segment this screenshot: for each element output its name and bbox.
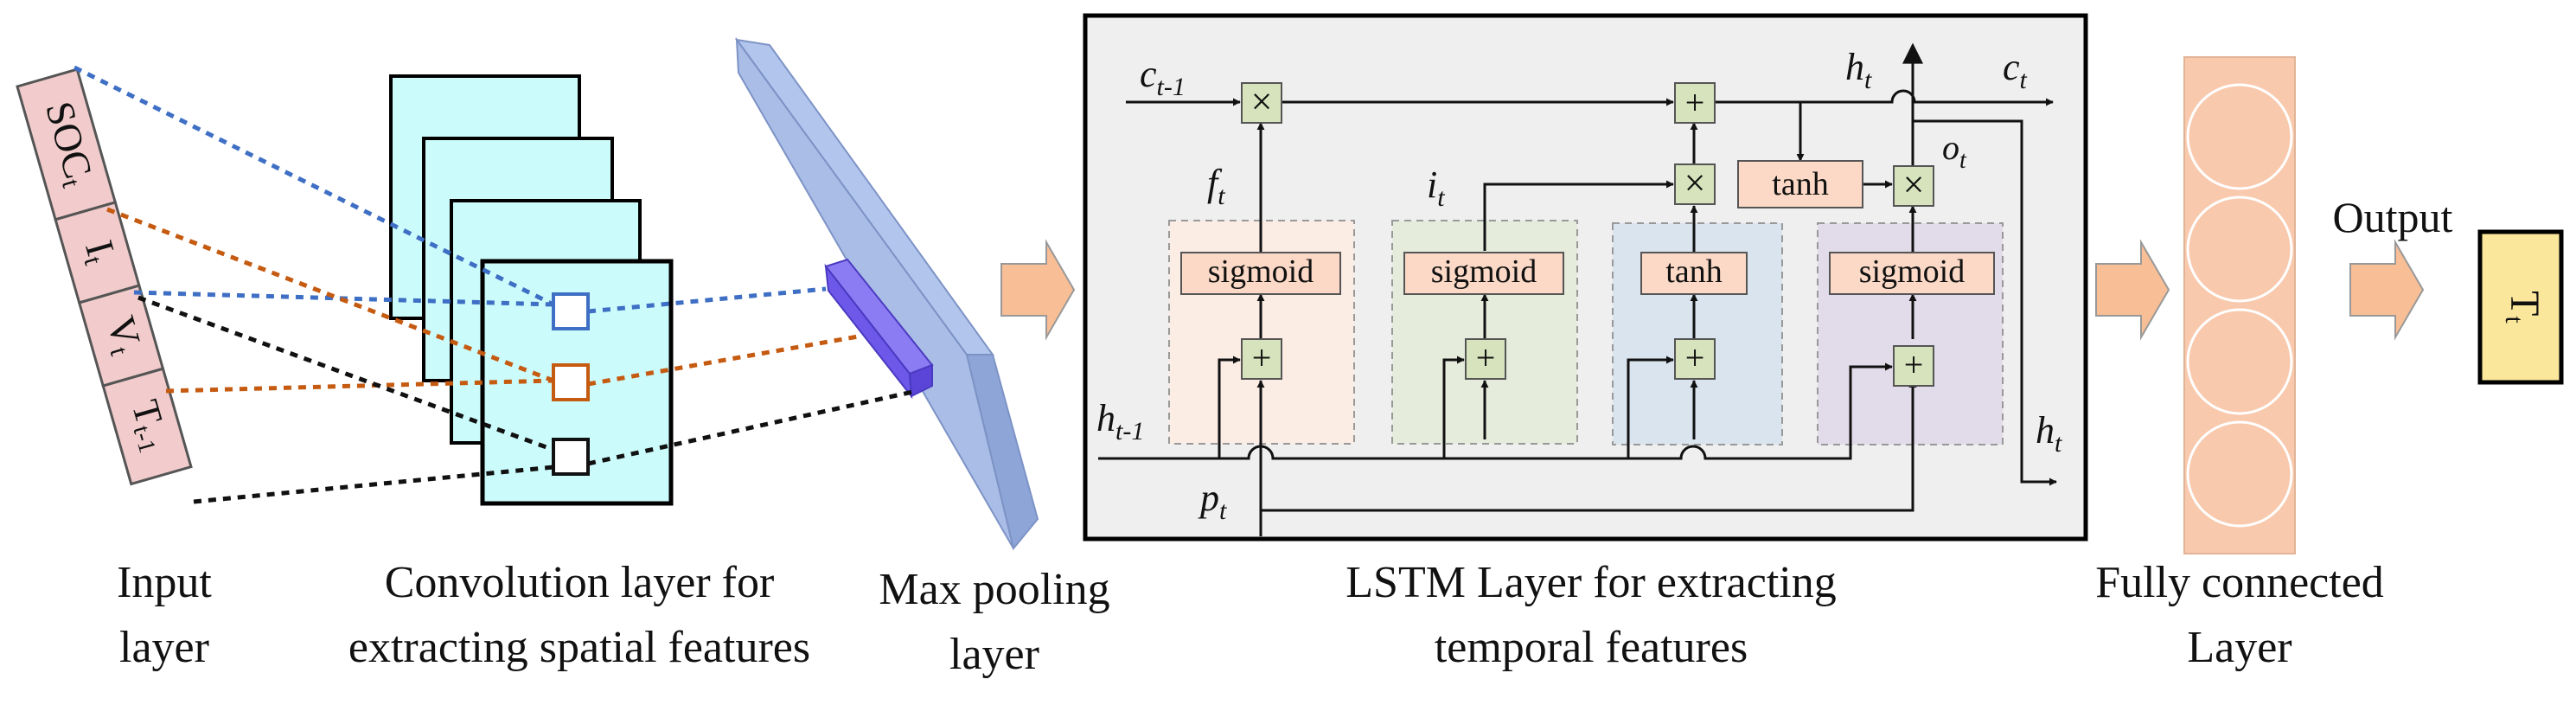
kernel-blue: [552, 292, 590, 330]
output-sigmoid: [1829, 252, 1995, 295]
link-black-in: [137, 295, 554, 452]
conv-layer-caption: Convolution layer for extracting spatial…: [294, 550, 865, 681]
cell-add-symbol: +: [1685, 83, 1705, 122]
link-black-out: [587, 388, 917, 466]
input-layer-caption: Input layer: [78, 550, 251, 681]
label-p: pt: [1198, 477, 1227, 525]
caption-line: Input: [117, 558, 212, 607]
fc-neuron: [2186, 308, 2293, 415]
fc-neuron: [2186, 420, 2293, 528]
label-i: it: [1427, 163, 1445, 212]
forget-sigmoid: [1180, 252, 1341, 295]
fc-layer-caption: Fully connected Layer: [2058, 550, 2421, 681]
pool-window-side: [908, 363, 933, 398]
caption-line: Max pooling: [879, 565, 1110, 614]
cell-add-node: [1674, 82, 1716, 124]
kernel-orange: [552, 363, 590, 401]
link-blue-in: [73, 65, 555, 307]
link-orange-in: [165, 378, 554, 394]
output-value: Tt: [2500, 291, 2547, 324]
lstm-layer: sigmoid sigmoid tanh sigmoid tanh × + × …: [1083, 13, 2088, 542]
fully-connected-layer: [2183, 56, 2296, 554]
output-multiply-symbol: ×: [1903, 163, 1925, 206]
fc-neuron: [2186, 83, 2293, 190]
caption-line: Fully connected: [2095, 558, 2384, 607]
label-c-out: ct: [2003, 46, 2028, 94]
input-multiply-node: [1674, 163, 1716, 205]
forget-sigmoid-label: sigmoid: [1208, 253, 1314, 290]
output-add-node: [1893, 345, 1934, 387]
caption-line: Convolution layer for: [384, 558, 775, 607]
forget-multiply-node: [1241, 82, 1282, 124]
fc-layer-bar: [2183, 56, 2296, 554]
link-orange-in: [106, 207, 554, 383]
caption-line: layer: [949, 630, 1039, 680]
link-orange-out: [587, 333, 864, 387]
candidate-tanh-label: tanh: [1665, 253, 1722, 290]
caption-line: Layer: [2187, 623, 2292, 673]
forget-add-symbol: +: [1252, 338, 1272, 377]
label-c-prev: ct-1: [1140, 53, 1186, 101]
output-node: [2477, 229, 2564, 385]
candidate-add-node: [1674, 338, 1716, 380]
candidate-add-symbol: +: [1685, 338, 1705, 377]
convolution-layer: [389, 74, 674, 506]
input-add-node: [1465, 338, 1506, 380]
label-h-prev: ht-1: [1096, 397, 1144, 445]
output-label: Output: [2333, 193, 2453, 241]
caption-line: temporal features: [1434, 623, 1748, 673]
input-sigmoid-label: sigmoid: [1431, 253, 1537, 290]
receptive-field-links: [73, 65, 917, 504]
flow-arrow-to-output: [2349, 239, 2425, 341]
label-h-out: ht: [2036, 409, 2062, 458]
input-layer: SOCt It Vt Tt-1: [16, 67, 193, 486]
forget-multiply-symbol: ×: [1251, 80, 1273, 123]
kernel-black: [552, 438, 590, 476]
output-sigmoid-label: sigmoid: [1859, 253, 1965, 290]
input-add-symbol: +: [1476, 338, 1496, 377]
cell-tanh: [1737, 160, 1863, 208]
candidate-tanh: [1640, 252, 1748, 295]
input-label-temperature: Tt-1: [121, 395, 178, 456]
lstm-wiring: [1098, 42, 2057, 536]
output-multiply-node: [1893, 165, 1934, 207]
flow-arrow-to-lstm: [1000, 239, 1076, 341]
input-cell-temperature: [101, 367, 193, 486]
caption-line: LSTM Layer for extracting: [1346, 558, 1837, 607]
fc-neuron: [2186, 195, 2293, 303]
link-black-in: [193, 465, 554, 504]
label-h-top: ht: [1845, 46, 1872, 94]
forget-add-node: [1241, 338, 1282, 380]
link-blue-out: [587, 286, 827, 314]
pool-layer-caption: Max pooling layer: [847, 557, 1141, 688]
input-sigmoid: [1403, 252, 1564, 295]
caption-line: extracting spatial features: [348, 623, 811, 673]
input-multiply-symbol: ×: [1684, 162, 1706, 204]
label-o: ot: [1942, 128, 1967, 174]
caption-line: layer: [119, 623, 209, 673]
cell-tanh-label: tanh: [1772, 166, 1828, 202]
max-pooling-layer: [734, 36, 1039, 551]
lstm-layer-caption: LSTM Layer for extracting temporal featu…: [1280, 550, 1902, 681]
output-add-symbol: +: [1904, 345, 1924, 384]
flow-arrow-to-fc: [2095, 239, 2170, 341]
